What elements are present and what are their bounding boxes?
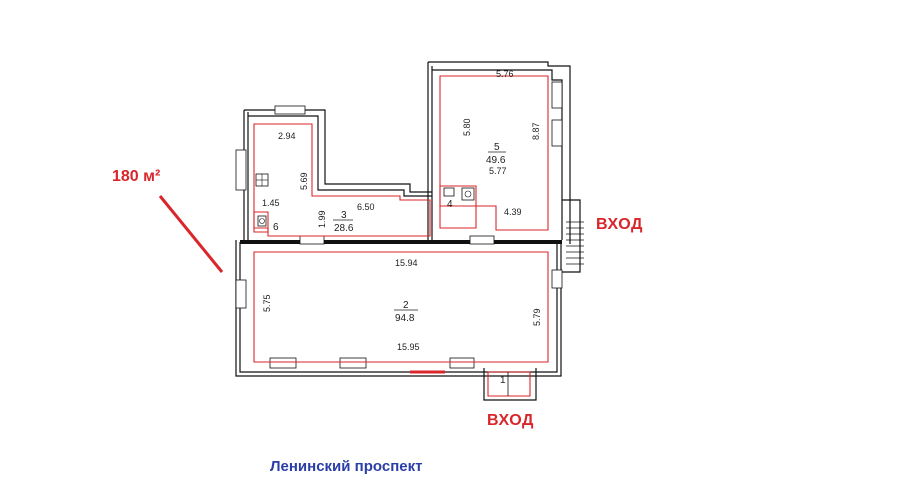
room-3-contour (253, 123, 431, 237)
area-pointer-line (158, 195, 224, 273)
window-inner-1 (469, 235, 495, 245)
window-inner-2 (299, 235, 325, 245)
dimension-labels: 5.76 5.80 8.87 5.77 4.39 2.94 5.69 1.45 … (262, 69, 542, 352)
dim-8-87: 8.87 (531, 122, 541, 140)
window-right-2 (551, 81, 563, 109)
window-left-1 (235, 149, 247, 191)
window-left-2 (235, 279, 247, 309)
window-top-1 (274, 105, 306, 115)
room-6-contour (253, 211, 269, 233)
room-5-area: 49.6 (486, 155, 506, 166)
right-stairs (562, 199, 584, 273)
dim-5-69: 5.69 (299, 172, 309, 190)
room-4-number: 4 (447, 199, 453, 210)
sanitary-fixtures (255, 173, 475, 227)
dim-15-94: 15.94 (395, 258, 418, 268)
stairs-frame (562, 199, 581, 273)
dim-1-45: 1.45 (262, 198, 280, 208)
dim-5-77: 5.77 (489, 166, 507, 176)
dim-15-95: 15.95 (397, 342, 420, 352)
window-bottom-3 (449, 357, 475, 369)
room-6-number: 6 (273, 222, 279, 233)
room-contours (253, 75, 549, 397)
window-right-3 (551, 119, 563, 147)
room-5-contour (439, 75, 549, 231)
entrance-right-label: ВХОД (596, 216, 643, 233)
room-labels: 5 49.6 3 28.6 2 94.8 4 6 1 (273, 142, 506, 386)
window-bottom-1 (269, 357, 297, 369)
toilet-icon-2 (443, 187, 455, 197)
dim-4-39: 4.39 (504, 207, 522, 217)
window-bottom-2 (339, 357, 367, 369)
toilet-icon (257, 215, 267, 227)
windows (235, 81, 563, 369)
dim-5-79: 5.79 (532, 308, 542, 326)
room-3-top-wall (244, 109, 432, 193)
entrance-bottom-label: ВХОД (487, 412, 534, 429)
dim-5-76: 5.76 (496, 69, 514, 79)
dim-2-94: 2.94 (278, 131, 296, 141)
room-4-contour (439, 185, 477, 229)
dim-5-75: 5.75 (262, 294, 272, 312)
street-name-label: Ленинский проспект (270, 458, 423, 475)
room-1-number: 1 (500, 375, 506, 386)
dim-6-50: 6.50 (357, 202, 375, 212)
room-2-area: 94.8 (395, 313, 415, 324)
sink-icon (461, 187, 475, 201)
room-1-outer (483, 368, 537, 401)
window-right-1 (551, 269, 563, 289)
room-2-number: 2 (403, 300, 409, 311)
total-area-label: 180 м² (112, 168, 161, 185)
dim-1-99: 1.99 (317, 210, 327, 228)
room-5-number: 5 (494, 142, 500, 153)
room-2-contour (253, 251, 549, 363)
room-1-contour (487, 371, 531, 397)
room-3-area: 28.6 (334, 223, 354, 234)
room-5-top-wall (428, 61, 571, 244)
room-3-top-wall-inner (248, 115, 432, 197)
room-3-number: 3 (341, 210, 347, 221)
dim-5-80: 5.80 (462, 118, 472, 136)
